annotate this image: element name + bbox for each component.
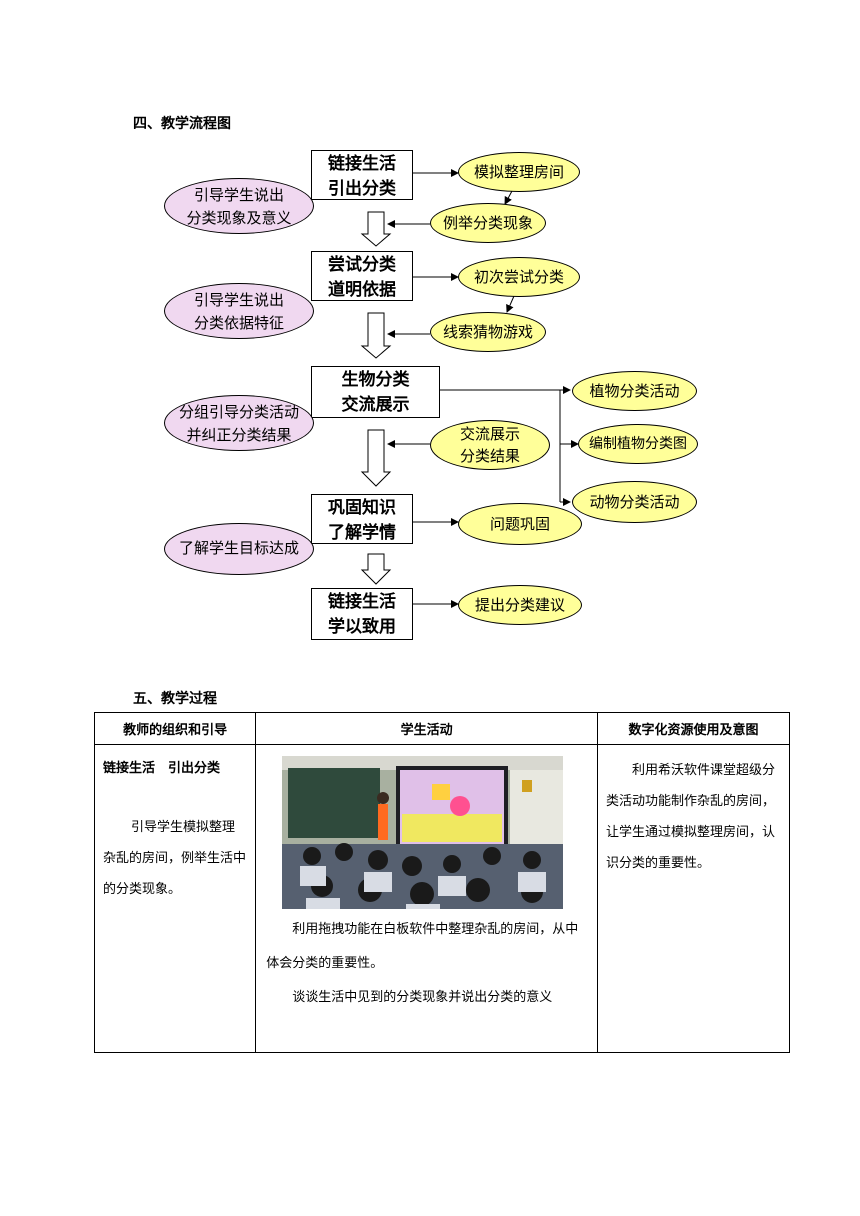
down-arrow-2 bbox=[360, 312, 392, 359]
down-arrow-4 bbox=[360, 553, 392, 585]
student-activity-p1: 利用拖拽功能在白板软件中整理杂乱的房间，从中体会分类的重要性。 bbox=[266, 922, 579, 971]
header-student: 学生活动 bbox=[255, 712, 598, 745]
cell-teacher: 链接生活 引出分类 引导学生模拟整理杂乱的房间，例举生活中的分类现象。 bbox=[93, 744, 257, 1053]
header-teacher: 教师的组织和引导 bbox=[93, 712, 257, 745]
activity-suggestion: 提出分类建议 bbox=[458, 585, 582, 625]
teaching-flowchart: 链接生活引出分类 尝试分类道明依据 生物分类交流展示 巩固知识了解学情 链接生活… bbox=[164, 150, 698, 640]
teacher-note-3: 分组引导分类活动并纠正分类结果 bbox=[164, 395, 314, 451]
table-header-row: 教师的组织和引导 学生活动 数字化资源使用及意图 bbox=[93, 712, 791, 745]
teaching-process-table: 教师的组织和引导 学生活动 数字化资源使用及意图 链接生活 引出分类 引导学生模… bbox=[93, 712, 791, 1053]
teacher-note-4: 了解学生目标达成 bbox=[164, 523, 314, 575]
cell-resource: 利用希沃软件课堂超级分类活动功能制作杂乱的房间，让学生通过模拟整理房间，认识分类… bbox=[596, 744, 791, 1053]
activity-clue-game: 线索猜物游戏 bbox=[430, 312, 546, 352]
flowchart-connectors bbox=[360, 169, 579, 608]
down-arrow-3 bbox=[360, 429, 392, 487]
teacher-step-title: 链接生活 引出分类 bbox=[103, 761, 221, 776]
activity-exchange-results: 交流展示 分类结果 bbox=[430, 420, 550, 470]
flow-box-1: 链接生活引出分类 bbox=[311, 150, 413, 200]
flow-box-2: 尝试分类道明依据 bbox=[311, 251, 413, 301]
activity-consolidate: 问题巩固 bbox=[458, 503, 582, 545]
student-activity-p2: 谈谈生活中见到的分类现象并说出分类的意义 bbox=[292, 990, 553, 1005]
section5-heading: 五、教学过程 bbox=[133, 691, 217, 707]
down-arrow-1 bbox=[360, 211, 392, 247]
activity-list-phenomena: 例举分类现象 bbox=[430, 203, 546, 243]
header-resource: 数字化资源使用及意图 bbox=[596, 712, 791, 745]
activity-animal-classification: 动物分类活动 bbox=[572, 481, 697, 523]
cell-student: 利用拖拽功能在白板软件中整理杂乱的房间，从中体会分类的重要性。 谈谈生活中见到的… bbox=[255, 744, 598, 1053]
table-row: 链接生活 引出分类 引导学生模拟整理杂乱的房间，例举生活中的分类现象。 bbox=[93, 744, 791, 1053]
flow-box-5: 链接生活学以致用 bbox=[311, 588, 413, 640]
activity-plant-chart: 编制植物分类图 bbox=[578, 424, 698, 464]
student-activity-text: 利用拖拽功能在白板软件中整理杂乱的房间，从中体会分类的重要性。 谈谈生活中见到的… bbox=[266, 913, 589, 1015]
teacher-step-body: 引导学生模拟整理杂乱的房间，例举生活中的分类现象。 bbox=[103, 820, 247, 897]
activity-plant-classification: 植物分类活动 bbox=[572, 371, 697, 411]
resource-intent-text: 利用希沃软件课堂超级分类活动功能制作杂乱的房间，让学生通过模拟整理房间，认识分类… bbox=[605, 763, 775, 871]
flow-box-3: 生物分类交流展示 bbox=[311, 366, 440, 418]
teacher-note-1: 引导学生说出分类现象及意义 bbox=[164, 178, 314, 234]
teacher-note-2: 引导学生说出分类依据特征 bbox=[164, 283, 314, 339]
flow-box-4: 巩固知识了解学情 bbox=[311, 494, 413, 544]
classroom-photo bbox=[282, 756, 564, 909]
activity-first-try: 初次尝试分类 bbox=[458, 257, 580, 297]
activity-simulate-room: 模拟整理房间 bbox=[458, 152, 580, 192]
section4-heading: 四、教学流程图 bbox=[133, 116, 231, 132]
